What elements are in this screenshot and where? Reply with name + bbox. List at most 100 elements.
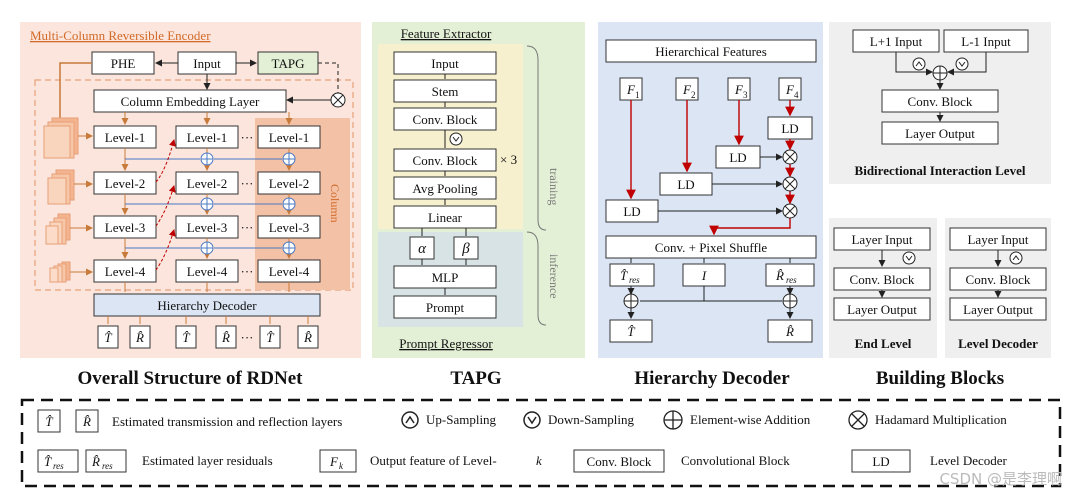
hierarchy-decoder-box <box>93 293 321 317</box>
phe-label: PHE <box>111 56 136 71</box>
i-label: I <box>701 268 707 283</box>
feature-stack-1 <box>43 117 79 159</box>
tapg-label: TAPG <box>272 56 305 71</box>
prompt-regressor-title: Prompt Regressor <box>399 336 493 351</box>
inference-label: inference <box>547 254 561 299</box>
feature-extractor-title: Feature Extractor <box>401 26 492 41</box>
hierarchy-decoder-label: Hierarchy Decoder <box>157 298 257 313</box>
legend: T̂ R̂ Estimated transmission and reflect… <box>20 398 1062 488</box>
hdec-t-hat: T̂ <box>627 324 635 339</box>
legend-r-res-sub: res <box>102 461 113 471</box>
level-grid: Level-1 Level-2 Level-3 Level-4 Level-1 … <box>93 112 321 283</box>
legend-est-res: Estimated layer residuals <box>142 453 273 468</box>
legend-conv: Conv. Block <box>587 454 652 469</box>
ld-1: LD <box>623 204 640 219</box>
dots-3: ··· <box>241 220 254 235</box>
f4-sub: 4 <box>794 90 799 100</box>
level-decoder-title: Level Decoder <box>958 336 1038 351</box>
down-sampling-icon <box>955 57 969 71</box>
building-blocks-caption: Building Blocks <box>876 368 1004 389</box>
f3-sub: 3 <box>743 90 748 100</box>
alpha-label: α <box>418 241 427 257</box>
tapg-avgpool: Avg Pooling <box>412 181 478 196</box>
dots-4: ··· <box>241 264 254 279</box>
tapg-input: Input <box>431 56 459 71</box>
level-4-coln: Level-4 <box>269 264 310 279</box>
legend-hadamard: Hadamard Multiplication <box>875 412 1007 427</box>
r-res-sub: res <box>786 275 797 285</box>
out-t-2: T̂ <box>182 330 190 345</box>
dots-1: ··· <box>241 130 254 145</box>
bidir-output: Layer Output <box>905 126 975 141</box>
legend-ld: LD <box>872 454 889 469</box>
out-dots: ··· <box>241 330 254 345</box>
encoder-title: Multi-Column Reversible Encoder <box>30 28 211 43</box>
feature-stack-2 <box>47 169 75 205</box>
legend-t-res-sub: res <box>53 461 64 471</box>
down-sampling-icon <box>449 132 463 146</box>
f2-sub: 2 <box>691 90 696 100</box>
times-three: × 3 <box>500 152 517 167</box>
out-r-1: R̂ <box>135 330 144 345</box>
tapg-caption: TAPG <box>450 368 502 389</box>
tapg-panel: Feature Extractor training inference Inp… <box>372 22 585 358</box>
encoder-outputs: T̂ R̂ T̂ R̂ ··· T̂ R̂ <box>97 316 319 349</box>
watermark: CSDN @是李理啊 <box>939 470 1062 488</box>
legend-ld-desc: Level Decoder <box>930 453 1008 468</box>
level-3-coln: Level-3 <box>269 220 309 235</box>
encoder-caption: Overall Structure of RDNet <box>78 368 304 389</box>
end-conv: Conv. Block <box>850 272 915 287</box>
legend-k: k <box>536 453 542 468</box>
end-output: Layer Output <box>847 302 917 317</box>
level-2-col1: Level-2 <box>105 176 145 191</box>
f4-label: F <box>785 82 795 97</box>
f1-sub: 1 <box>635 90 640 100</box>
out-r-3: R̂ <box>303 330 312 345</box>
ld-output: Layer Output <box>963 302 1033 317</box>
out-t-1: T̂ <box>104 330 112 345</box>
ld-4: LD <box>781 121 798 136</box>
tapg-prompt: Prompt <box>426 300 465 315</box>
column-label: Column <box>328 184 342 223</box>
ld-2: LD <box>677 177 694 192</box>
tapg-conv2: Conv. Block <box>413 153 478 168</box>
legend-down-icon <box>523 411 541 429</box>
legend-up-icon <box>401 411 419 429</box>
training-label: training <box>547 168 561 205</box>
l-plus-input: L+1 Input <box>870 34 923 49</box>
tapg-linear: Linear <box>428 210 463 225</box>
legend-t-hat: T̂ <box>45 414 53 429</box>
end-level-title: End Level <box>855 336 912 351</box>
l-minus-input: L-1 Input <box>961 34 1011 49</box>
legend-t-res: T̂ <box>44 454 52 469</box>
feature-stack-3 <box>45 213 71 245</box>
level-3-col2: Level-3 <box>187 220 227 235</box>
tapg-mlp: MLP <box>432 270 459 285</box>
t-res-sub: res <box>629 275 640 285</box>
level-1-col1: Level-1 <box>105 130 145 145</box>
hdec-r-hat: R̂ <box>785 324 794 339</box>
legend-add: Element-wise Addition <box>690 412 811 427</box>
pixel-shuffle: Conv. + Pixel Shuffle <box>655 240 768 255</box>
legend-up: Up-Sampling <box>426 412 497 427</box>
tapg-conv1: Conv. Block <box>413 112 478 127</box>
column-embedding-box <box>93 89 287 113</box>
up-sampling-icon <box>912 57 926 71</box>
tapg-stem: Stem <box>432 84 459 99</box>
legend-down: Down-Sampling <box>548 412 634 427</box>
encoder-panel: Multi-Column Reversible Encoder Column P… <box>20 22 361 358</box>
feature-stack-4 <box>49 261 71 283</box>
f3-label: F <box>734 82 744 97</box>
legend-est-layers: Estimated transmission and reflection la… <box>112 414 342 429</box>
level-1-col2: Level-1 <box>187 130 227 145</box>
hierarchy-decoder-caption: Hierarchy Decoder <box>634 368 790 389</box>
legend-output-feat: Output feature of Level- <box>370 453 497 468</box>
input-label: Input <box>193 56 221 71</box>
ld-3: LD <box>729 150 746 165</box>
legend-conv-desc: Convolutional Block <box>681 453 790 468</box>
column-embedding-label: Column Embedding Layer <box>121 94 260 109</box>
hierarchy-decoder-panel: Hierarchical Features F 1 F 2 F 3 F 4 LD… <box>598 22 823 358</box>
legend-r-hat: R̂ <box>82 414 91 429</box>
out-t-3: T̂ <box>266 330 274 345</box>
